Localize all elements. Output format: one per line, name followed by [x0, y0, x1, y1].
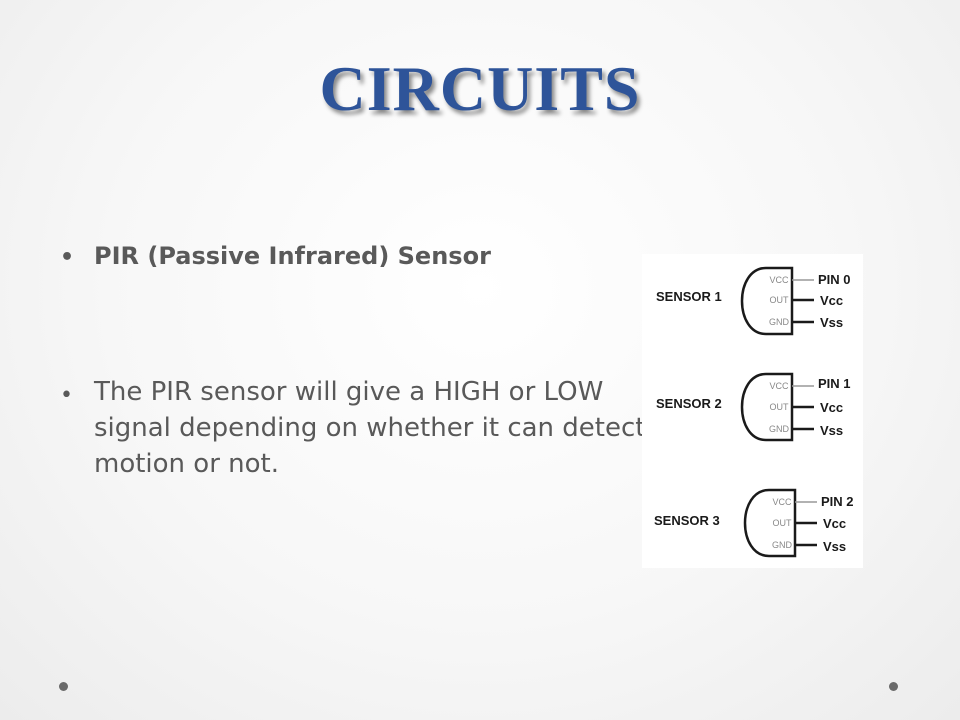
connection-label: PIN 1: [818, 376, 851, 391]
bullet-item: PIR (Passive Infrared) Sensor: [60, 240, 650, 274]
sensor-2: SENSOR 2 VCC OUT GND PIN 1 Vcc Vss: [656, 372, 851, 442]
sensor-1: SENSOR 1 VCC OUT GND PIN 0 Vcc Vss: [656, 266, 851, 336]
sensor-3: SENSOR 3 VCC OUT GND PIN 2 Vcc Vss: [654, 488, 854, 558]
corner-dot-left: [59, 682, 68, 691]
pin-label: OUT: [770, 295, 790, 305]
sensor-label: SENSOR 1: [656, 289, 722, 304]
pin-label: GND: [769, 317, 790, 327]
sensor-diagram: SENSOR 1 VCC OUT GND PIN 0 Vcc Vss SENSO…: [642, 254, 863, 568]
pin-label: GND: [769, 424, 790, 434]
sensor-body-shape: [740, 372, 794, 442]
slide-title: CIRCUITS: [319, 53, 641, 124]
pin-label: VCC: [769, 275, 789, 285]
connection-label: PIN 2: [821, 494, 854, 509]
sensor-diagram-svg: SENSOR 1 VCC OUT GND PIN 0 Vcc Vss SENSO…: [654, 266, 854, 558]
connection-label: Vcc: [820, 293, 843, 308]
sensor-body-shape: [743, 488, 797, 558]
connection-label: Vss: [820, 423, 843, 438]
pin-label: OUT: [770, 402, 790, 412]
sensor-label: SENSOR 2: [656, 396, 722, 411]
pin-label: GND: [772, 540, 793, 550]
sensor-label: SENSOR 3: [654, 513, 720, 528]
corner-dot-right: [889, 682, 898, 691]
pin-label: VCC: [769, 381, 789, 391]
bullet-item: The PIR sensor will give a HIGH or LOW s…: [60, 374, 650, 482]
bullet-list: PIR (Passive Infrared) Sensor The PIR se…: [60, 240, 650, 482]
connection-label: Vss: [823, 539, 846, 554]
sensor-body-shape: [740, 266, 794, 336]
connection-label: Vcc: [823, 516, 846, 531]
connection-label: Vcc: [820, 400, 843, 415]
connection-label: Vss: [820, 315, 843, 330]
connection-label: PIN 0: [818, 272, 851, 287]
pin-label: OUT: [773, 518, 793, 528]
pin-label: VCC: [772, 497, 792, 507]
